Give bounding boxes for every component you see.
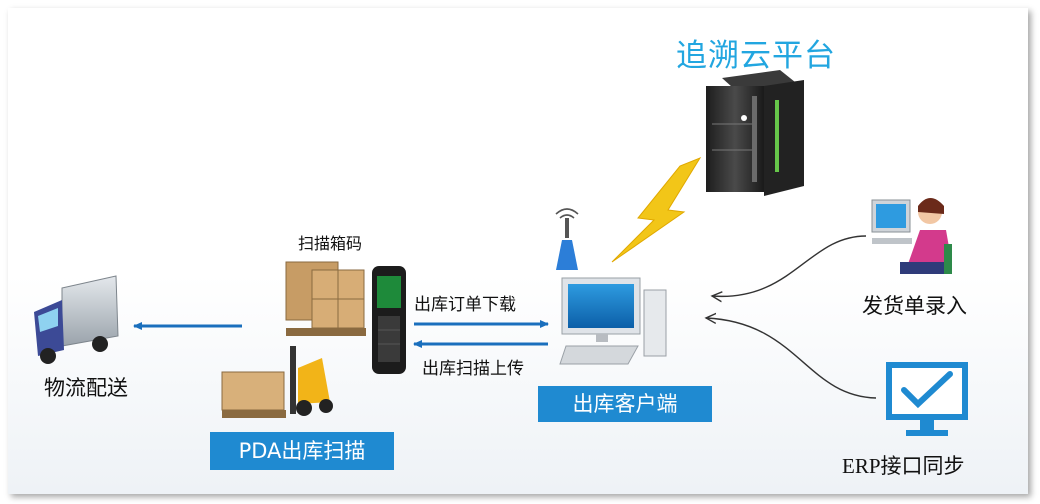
pda-device-icon [372, 266, 406, 374]
label-scan-upload: 出库扫描上传 [422, 359, 524, 379]
box-outbound-client: 出库客户端 [538, 386, 712, 422]
computer-icon [559, 277, 667, 365]
forklift-icon [221, 346, 333, 418]
lightning-icon [611, 156, 702, 263]
cargo-boxes-icon [285, 261, 366, 336]
label-erp-sync: ERP接口同步 [842, 454, 965, 478]
label-shipment-entry: 发货单录入 [862, 294, 967, 318]
cloud-server-icon [706, 70, 804, 196]
diagram-title: 追溯云平台 [676, 38, 836, 74]
antenna-icon [555, 208, 579, 270]
diagram-frame [8, 8, 1028, 494]
label-logistics: 物流配送 [44, 376, 128, 400]
curve-from-erp-sync [706, 318, 877, 399]
label-scan-box-code: 扫描箱码 [298, 234, 363, 253]
box-pda-scan: PDA出库扫描 [210, 432, 394, 470]
truck-icon [34, 275, 119, 364]
person-at-computer-icon [871, 198, 952, 274]
erp-monitor-icon [886, 362, 968, 436]
curve-from-shipment-entry [712, 235, 867, 296]
label-order-download: 出库订单下载 [414, 295, 516, 315]
